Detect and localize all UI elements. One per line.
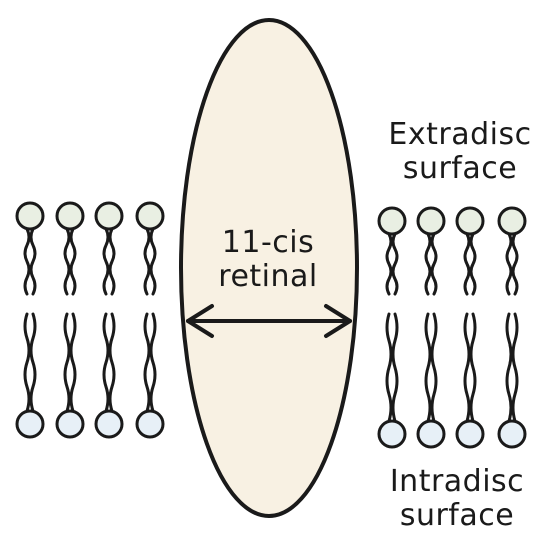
- lipid-tail-upper: [387, 234, 391, 294]
- lipid-tail-lower: [104, 314, 108, 411]
- lipid-tail-lower: [25, 314, 29, 411]
- lipid-head-bottom: [137, 411, 163, 437]
- lipid-tail-upper: [465, 234, 469, 294]
- lipid-tail-upper: [71, 229, 75, 294]
- lipid-head-bottom: [57, 411, 83, 437]
- lipid-head-top: [57, 203, 83, 229]
- lipid-tail-lower: [387, 314, 391, 421]
- lipid-head-bottom: [17, 411, 43, 437]
- phospholipid-icon: [379, 208, 405, 447]
- right-lipid-leaflet: [379, 208, 525, 447]
- lipid-tail-lower: [65, 314, 69, 411]
- left-lipid-leaflet: [17, 203, 163, 437]
- lipid-tail-upper: [471, 234, 475, 294]
- lipid-head-top: [17, 203, 43, 229]
- lipid-tail-lower: [507, 314, 511, 421]
- lipid-tail-lower: [426, 314, 430, 421]
- lipid-tail-upper: [507, 234, 511, 294]
- lipid-tail-lower: [465, 314, 469, 421]
- lipid-head-top: [137, 203, 163, 229]
- phospholipid-icon: [499, 208, 525, 447]
- lipid-tail-upper: [426, 234, 430, 294]
- lipid-head-top: [379, 208, 405, 234]
- phospholipid-icon: [457, 208, 483, 447]
- lipid-tail-lower: [432, 314, 436, 421]
- extradisc-surface-label: Extradisc surface: [370, 118, 550, 186]
- lipid-head-top: [457, 208, 483, 234]
- retinal-label-line2: retinal: [218, 260, 318, 294]
- phospholipid-icon: [17, 203, 43, 437]
- phospholipid-icon: [418, 208, 444, 447]
- lipid-tail-upper: [65, 229, 69, 294]
- lipid-head-bottom: [379, 421, 405, 447]
- intradisc-surface-label: Intradisc surface: [362, 465, 552, 533]
- lipid-head-top: [499, 208, 525, 234]
- lipid-tail-lower: [31, 314, 35, 411]
- lipid-tail-upper: [25, 229, 29, 294]
- lipid-tail-lower: [110, 314, 114, 411]
- phospholipid-icon: [137, 203, 163, 437]
- lipid-tail-upper: [104, 229, 108, 294]
- retinal-label: 11-cis retinal: [218, 226, 318, 294]
- lipid-tail-lower: [513, 314, 517, 421]
- phospholipid-icon: [57, 203, 83, 437]
- lipid-tail-upper: [31, 229, 35, 294]
- lipid-head-bottom: [96, 411, 122, 437]
- lipid-head-bottom: [499, 421, 525, 447]
- lipid-tail-lower: [145, 314, 149, 411]
- lipid-head-top: [418, 208, 444, 234]
- intradisc-label-line2: surface: [362, 499, 552, 533]
- lipid-tail-upper: [432, 234, 436, 294]
- extradisc-label-line2: surface: [370, 152, 550, 186]
- lipid-head-bottom: [457, 421, 483, 447]
- lipid-head-top: [96, 203, 122, 229]
- phospholipid-icon: [96, 203, 122, 437]
- lipid-tail-upper: [110, 229, 114, 294]
- lipid-tail-upper: [513, 234, 517, 294]
- extradisc-label-line1: Extradisc: [370, 118, 550, 152]
- lipid-tail-upper: [393, 234, 397, 294]
- lipid-tail-lower: [471, 314, 475, 421]
- lipid-tail-lower: [151, 314, 155, 411]
- lipid-head-bottom: [418, 421, 444, 447]
- intradisc-label-line1: Intradisc: [362, 465, 552, 499]
- lipid-tail-lower: [393, 314, 397, 421]
- lipid-tail-lower: [71, 314, 75, 411]
- lipid-tail-upper: [145, 229, 149, 294]
- lipid-tail-upper: [151, 229, 155, 294]
- retinal-label-line1: 11-cis: [218, 226, 318, 260]
